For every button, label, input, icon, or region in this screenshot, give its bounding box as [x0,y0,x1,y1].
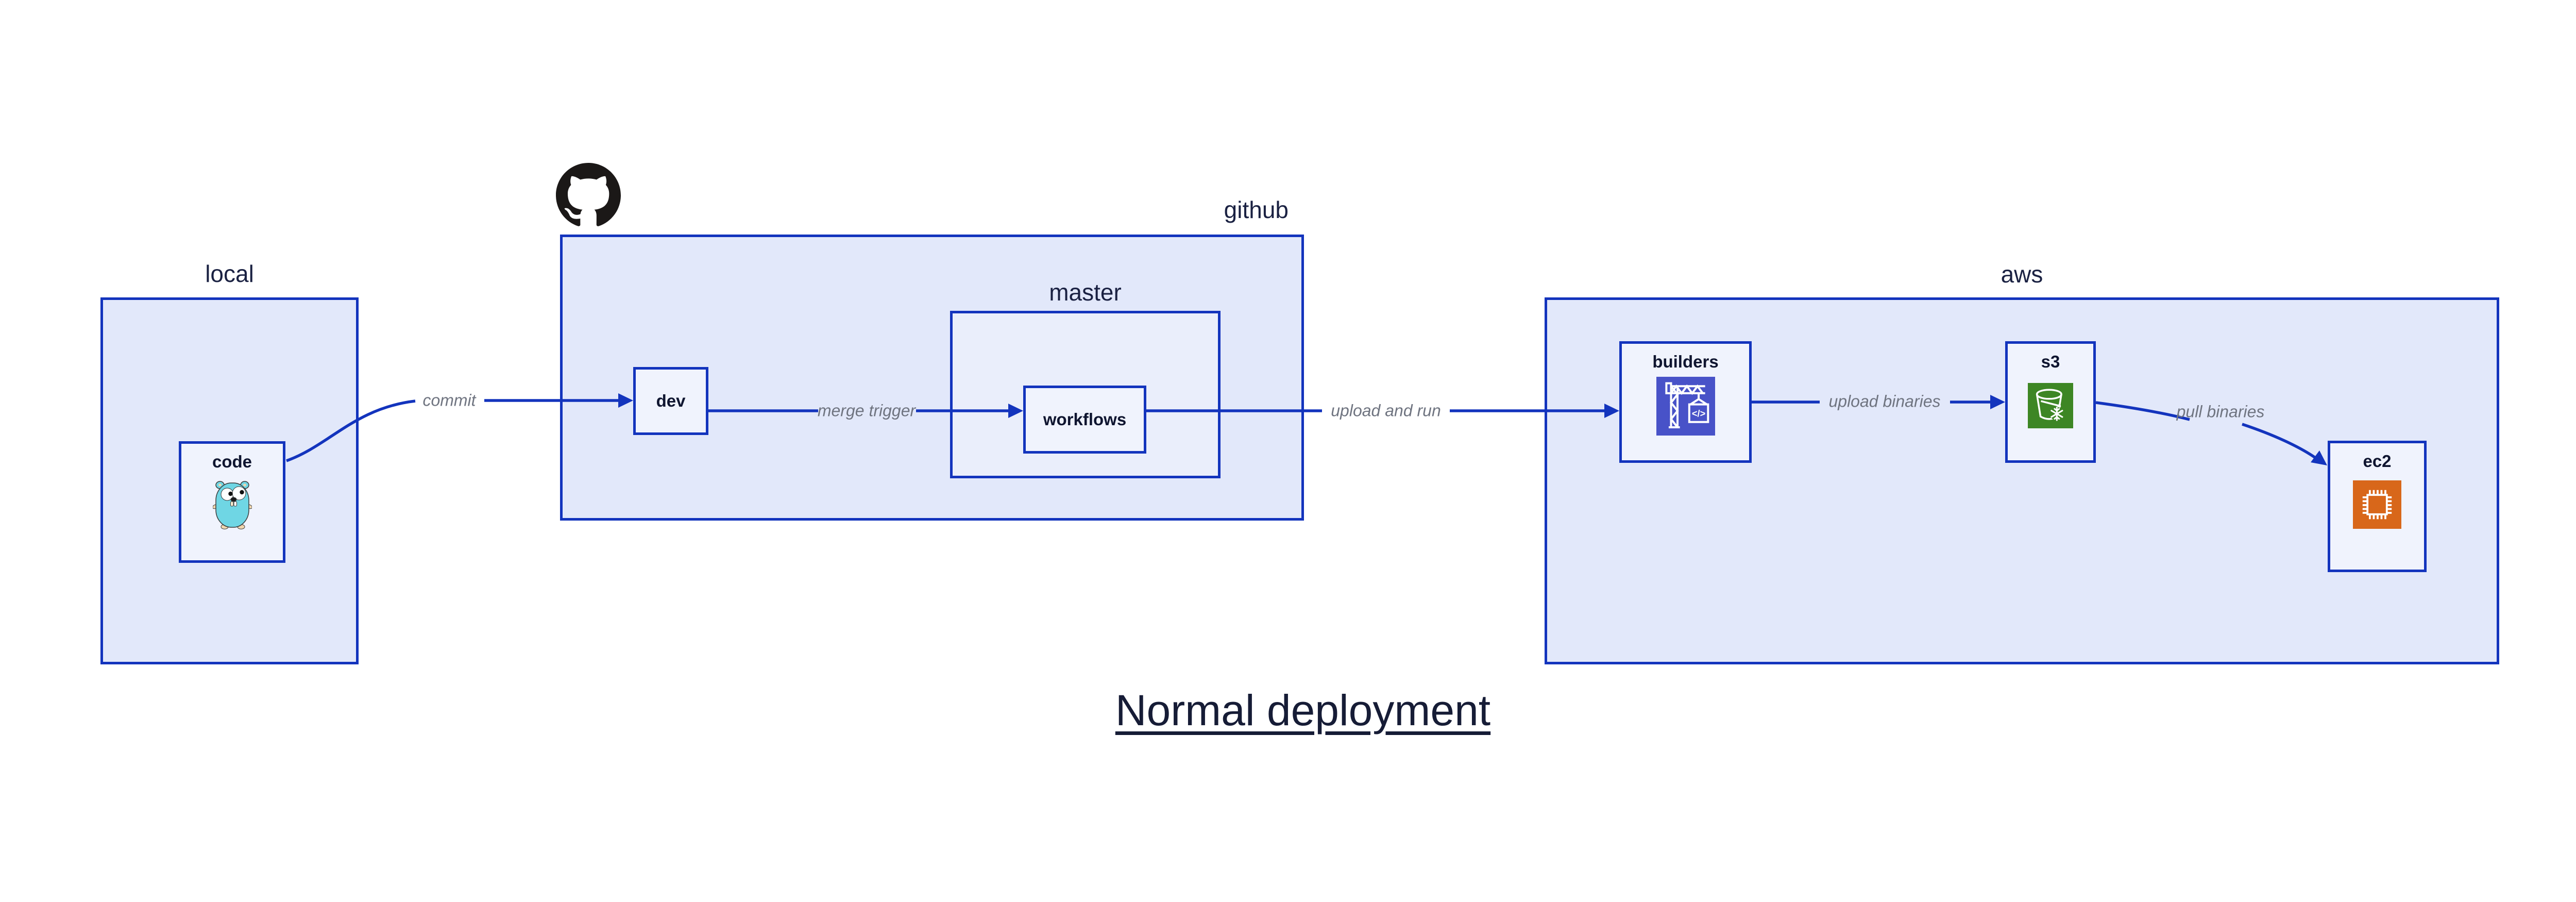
node-label-builders: builders [1652,352,1719,371]
node-code: code [179,441,285,563]
group-label-aws: aws [2001,261,2043,288]
aws-s3-glacier-bucket-icon [2028,383,2073,431]
edge-label-merge-trigger: merge trigger [817,401,916,420]
node-label-ec2: ec2 [2363,452,2392,471]
aws-codebuild-crane-icon: </> [1655,377,1717,438]
node-label-workflows: workflows [1043,410,1127,429]
node-s3: s3 [2005,341,2096,463]
edge-label-pull-binaries: pull binaries [2176,402,2265,421]
svg-text:</>: </> [1691,408,1705,419]
edge-label-upload-and-run: upload and run [1331,401,1441,420]
node-label-code: code [212,452,252,471]
group-label-github: github [1224,196,1289,223]
edge-label-upload-binaries: upload binaries [1828,392,1941,411]
edge-label-commit: commit [422,391,476,410]
diagram-title: Normal deployment [1115,686,1491,734]
go-gopher-icon [212,479,252,532]
group-label-master: master [1049,279,1122,306]
node-workflows: workflows [1023,386,1146,454]
aws-ec2-chip-icon [2353,480,2401,531]
node-builders: builders </> [1619,341,1752,463]
node-label-dev: dev [656,391,686,410]
node-dev: dev [633,367,708,435]
github-octocat-icon [556,163,621,230]
node-label-s3: s3 [2041,352,2060,371]
node-ec2: ec2 [2328,441,2427,572]
group-label-local: local [205,260,254,287]
